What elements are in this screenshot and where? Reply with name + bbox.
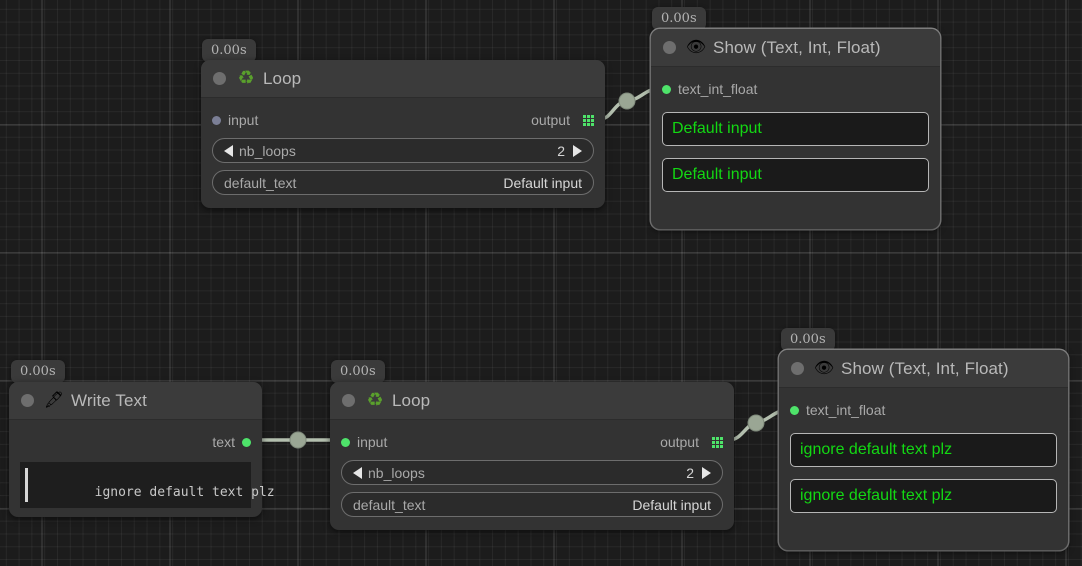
- node-show-bottom[interactable]: 👁 Show (Text, Int, Float) text_int_float…: [779, 350, 1068, 550]
- node-body: text_int_float ignore default text plz i…: [779, 388, 1068, 524]
- node-header[interactable]: 👁 Show (Text, Int, Float): [651, 29, 940, 67]
- node-header[interactable]: ♻ Loop: [330, 382, 734, 420]
- pen-nib-icon: 🖋: [43, 391, 65, 409]
- edge-handle[interactable]: [747, 414, 765, 432]
- node-header[interactable]: 👁 Show (Text, Int, Float): [779, 350, 1068, 388]
- node-body: input output nb_loops 2 default_text Def…: [330, 420, 734, 528]
- recycle-icon: ♻: [366, 390, 384, 411]
- output-port-output[interactable]: output: [531, 112, 594, 128]
- param-value[interactable]: 2: [686, 464, 694, 481]
- ports-row: input output: [341, 431, 723, 453]
- eye-icon: 👁: [813, 359, 835, 377]
- decrement-arrow-icon[interactable]: [224, 144, 233, 157]
- input-port-dot[interactable]: [662, 84, 671, 94]
- node-title: Loop: [392, 390, 431, 410]
- output-port-label: text: [212, 434, 235, 450]
- ports-row: text_int_float: [662, 78, 929, 100]
- param-key: default_text: [224, 174, 297, 191]
- input-port-label: text_int_float: [678, 81, 758, 97]
- recycle-icon: ♻: [237, 68, 255, 89]
- ports-row: text_int_float: [790, 399, 1057, 421]
- node-body: input output nb_loops 2 default_text Def…: [201, 98, 605, 206]
- time-badge-loop-bottom: 0.00s: [331, 360, 385, 383]
- input-port-label: input: [228, 112, 259, 128]
- node-title: Show (Text, Int, Float): [713, 37, 881, 57]
- node-write-text[interactable]: 🖋 Write Text text ignore default text pl…: [9, 382, 275, 519]
- node-loop-top[interactable]: ♻ Loop input output nb_loops 2: [201, 60, 605, 208]
- output-value-box: Default input: [662, 158, 929, 192]
- param-nb-loops[interactable]: nb_loops 2: [341, 460, 723, 485]
- list-grid-icon: [712, 436, 723, 448]
- output-port-label: output: [660, 434, 699, 450]
- node-title: Write Text: [71, 390, 147, 410]
- param-key: nb_loops: [368, 464, 425, 481]
- node-title: Show (Text, Int, Float): [841, 358, 1009, 378]
- node-body: text ignore default text plz: [9, 420, 275, 519]
- param-default-text[interactable]: default_text Default input: [212, 170, 594, 195]
- decrement-arrow-icon[interactable]: [353, 466, 362, 479]
- text-input-area[interactable]: ignore default text plz: [20, 462, 275, 508]
- node-title: Loop: [263, 68, 302, 88]
- node-body: text_int_float Default input Default inp…: [651, 67, 940, 203]
- param-key: nb_loops: [239, 142, 296, 159]
- node-header[interactable]: 🖋 Write Text: [9, 382, 262, 420]
- param-nb-loops[interactable]: nb_loops 2: [212, 138, 594, 163]
- output-value-box: ignore default text plz: [790, 433, 1057, 467]
- time-badge-loop-top: 0.00s: [202, 39, 256, 62]
- node-show-top[interactable]: 👁 Show (Text, Int, Float) text_int_float…: [651, 29, 940, 229]
- output-port-text[interactable]: text: [212, 434, 251, 450]
- time-badge-write-text: 0.00s: [11, 360, 65, 383]
- list-grid-icon: [583, 114, 594, 126]
- input-port-text-int-float[interactable]: text_int_float: [662, 81, 757, 97]
- input-port-label: input: [357, 434, 388, 450]
- eye-icon: 👁: [685, 38, 707, 56]
- output-value-box: Default input: [662, 112, 929, 146]
- run-status-dot[interactable]: [213, 72, 226, 85]
- edge-handle[interactable]: [289, 431, 307, 449]
- ports-row: text: [20, 431, 251, 453]
- param-value[interactable]: 2: [557, 142, 565, 159]
- node-loop-bottom[interactable]: ♻ Loop input output nb_loops 2: [330, 382, 734, 530]
- output-port-label: output: [531, 112, 570, 128]
- input-port-input[interactable]: input: [212, 112, 258, 128]
- time-badge-show-bottom: 0.00s: [781, 328, 835, 351]
- param-value[interactable]: Default input: [632, 496, 711, 513]
- input-port-label: text_int_float: [806, 402, 886, 418]
- time-badge-show-top: 0.00s: [652, 7, 706, 30]
- param-value[interactable]: Default input: [503, 174, 582, 191]
- param-default-text[interactable]: default_text Default input: [341, 492, 723, 517]
- run-status-dot[interactable]: [791, 362, 804, 375]
- param-key: default_text: [353, 496, 426, 513]
- run-status-dot[interactable]: [21, 394, 34, 407]
- input-port-dot[interactable]: [790, 405, 799, 415]
- ports-row: input output: [212, 109, 594, 131]
- text-input-value: ignore default text plz: [94, 485, 275, 500]
- run-status-dot[interactable]: [663, 41, 676, 54]
- input-port-dot[interactable]: [212, 115, 221, 125]
- input-port-dot[interactable]: [341, 437, 350, 447]
- node-header[interactable]: ♻ Loop: [201, 60, 605, 98]
- output-port-dot[interactable]: [242, 437, 251, 447]
- output-value-box: ignore default text plz: [790, 479, 1057, 513]
- output-port-output[interactable]: output: [660, 434, 723, 450]
- run-status-dot[interactable]: [342, 394, 355, 407]
- text-caret: [25, 468, 28, 502]
- input-port-text-int-float[interactable]: text_int_float: [790, 402, 885, 418]
- increment-arrow-icon[interactable]: [702, 466, 711, 479]
- edge-handle[interactable]: [618, 92, 636, 110]
- increment-arrow-icon[interactable]: [573, 144, 582, 157]
- input-port-input[interactable]: input: [341, 434, 387, 450]
